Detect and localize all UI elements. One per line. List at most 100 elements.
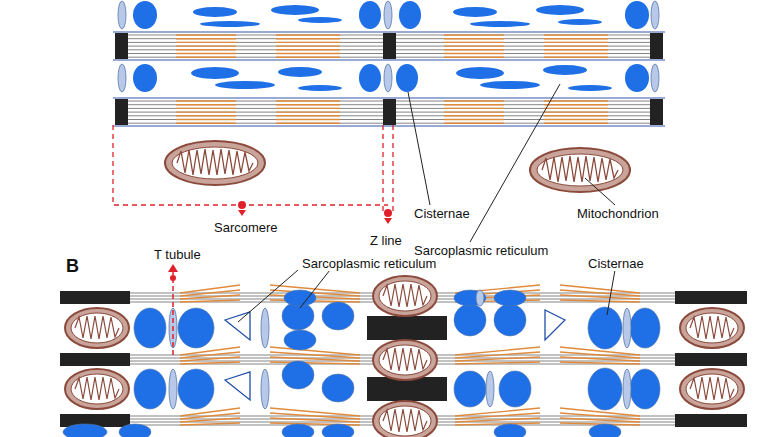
filament xyxy=(180,408,240,416)
filament xyxy=(444,45,504,46)
filament xyxy=(180,347,240,355)
part-label: Mitochondrion xyxy=(575,206,661,221)
part-label: Sarcomere xyxy=(212,220,280,235)
filament xyxy=(544,42,608,43)
filament xyxy=(176,38,236,39)
filament xyxy=(276,108,340,109)
panel-letter: B xyxy=(64,259,81,274)
part-label: Sarcoplasmic reticulum xyxy=(300,256,438,271)
filament xyxy=(128,49,383,50)
filament xyxy=(544,122,608,123)
filament xyxy=(176,115,236,116)
filament xyxy=(455,347,540,355)
filament xyxy=(113,98,665,99)
part-label: T tubule xyxy=(152,247,203,262)
filament xyxy=(113,60,665,61)
filament xyxy=(270,347,360,355)
filament xyxy=(180,300,240,302)
filament xyxy=(276,100,340,101)
filament xyxy=(444,34,504,35)
filament xyxy=(176,108,236,109)
filament xyxy=(128,115,383,116)
filament xyxy=(455,357,540,361)
filament xyxy=(444,49,504,50)
filament xyxy=(444,119,504,120)
filament xyxy=(396,57,650,58)
filament xyxy=(396,123,650,124)
filament xyxy=(544,53,608,54)
filament xyxy=(455,362,540,364)
filament xyxy=(544,108,608,109)
filament xyxy=(396,115,650,116)
filament xyxy=(544,115,608,116)
filament xyxy=(180,295,240,299)
filament xyxy=(276,115,340,116)
filament xyxy=(560,300,640,302)
filament xyxy=(276,111,340,112)
filament xyxy=(176,100,236,101)
filament xyxy=(128,101,383,102)
filament xyxy=(444,115,504,116)
filament xyxy=(560,418,640,422)
filament xyxy=(176,111,236,112)
filament xyxy=(128,38,383,39)
filament xyxy=(444,108,504,109)
filament xyxy=(276,57,340,58)
filament xyxy=(544,111,608,112)
filament xyxy=(544,100,608,101)
filament xyxy=(544,38,608,39)
filament xyxy=(444,111,504,112)
filament xyxy=(270,418,360,422)
part-label: Cisternae xyxy=(586,256,646,271)
filament xyxy=(396,53,650,54)
filament xyxy=(270,423,360,425)
filament xyxy=(560,357,640,361)
filament xyxy=(180,285,240,293)
part-label: Cisternae xyxy=(412,206,472,221)
filament xyxy=(176,119,236,120)
filament xyxy=(396,101,650,102)
filament xyxy=(544,34,608,35)
filament xyxy=(276,119,340,120)
filament xyxy=(396,104,650,105)
filament xyxy=(544,45,608,46)
filament xyxy=(276,42,340,43)
filament xyxy=(444,57,504,58)
filament xyxy=(276,122,340,123)
filament xyxy=(128,42,383,43)
filament xyxy=(176,49,236,50)
filament xyxy=(176,57,236,58)
filament xyxy=(128,53,383,54)
filament xyxy=(444,122,504,123)
part-label: Z line xyxy=(368,233,404,248)
filament xyxy=(128,112,383,113)
filament xyxy=(455,418,540,422)
filament xyxy=(176,53,236,54)
filament xyxy=(276,34,340,35)
filament xyxy=(180,423,240,425)
filament xyxy=(113,126,665,127)
filament xyxy=(455,423,540,425)
filament xyxy=(544,49,608,50)
filament xyxy=(444,104,504,105)
filament xyxy=(128,46,383,47)
filament xyxy=(128,108,383,109)
filament xyxy=(396,108,650,109)
filament xyxy=(176,45,236,46)
filament xyxy=(276,38,340,39)
filament xyxy=(276,104,340,105)
filament xyxy=(444,42,504,43)
filament xyxy=(176,122,236,123)
filament xyxy=(128,35,383,36)
filament xyxy=(560,362,640,364)
filament xyxy=(544,104,608,105)
filament xyxy=(128,119,383,120)
filament xyxy=(444,38,504,39)
filament xyxy=(396,35,650,36)
filament xyxy=(176,34,236,35)
filament xyxy=(270,408,360,416)
filament xyxy=(396,38,650,39)
filament xyxy=(396,112,650,113)
filament xyxy=(176,104,236,105)
